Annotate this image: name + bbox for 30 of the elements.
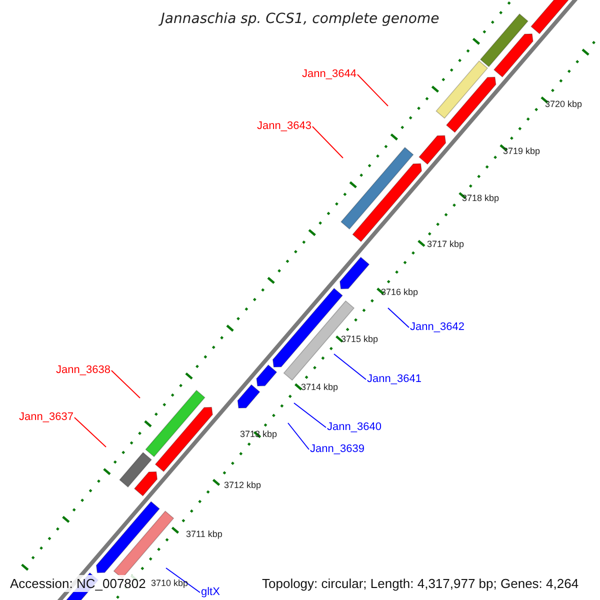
leader-line [312,126,344,158]
leader-line [356,74,388,106]
scale-label: 3710 kbp [151,579,188,588]
gene-label: Jann_3640 [327,422,382,433]
accession-text: Accession: NC_007802 [8,575,148,592]
scale-label: 3717 kbp [427,240,464,249]
leader-line [74,417,106,448]
scale-label: 3720 kbp [545,100,582,109]
scale-label: 3712 kbp [224,481,262,490]
leader-line [288,422,310,450]
leader-line [166,568,200,593]
scale-label: 3711 kbp [186,530,222,539]
gene-label: Jann_3642 [410,322,464,333]
scale-label: 3718 kbp [462,194,500,203]
scale-label: 3719 kbp [503,147,540,156]
gene-label: Jann_3644 [302,69,356,80]
scale-label: 3714 kbp [301,383,338,392]
leader-line [388,308,410,328]
scale-label: 3716 kbp [381,288,418,297]
gene-label: Jann_3638 [56,365,110,376]
gene-label: Jann_3639 [310,444,364,455]
gene-label: gltX [201,587,220,598]
scale-label: 3715 kbp [341,335,378,344]
leader-line [110,370,140,398]
gene-label: Jann_3641 [367,374,422,385]
leader-line [294,402,326,428]
title: Jannaschia sp. CCS1, complete genome [160,12,440,26]
gene-label: Jann_3637 [19,412,74,423]
leader-line [334,354,366,380]
gene-label: Jann_3643 [257,121,312,132]
